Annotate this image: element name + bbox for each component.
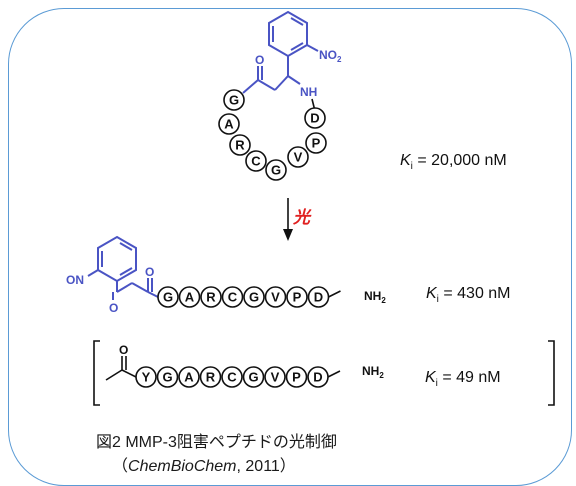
middle-o2-label: O [145,265,154,279]
middle-co1-ch2-bond [116,282,133,293]
top-ch-ch2-bond [274,75,289,91]
bottom-residue-2-letter: G [162,370,172,385]
top-residue-4-letter: C [251,154,261,169]
middle-residue-7-circle [286,286,308,308]
right-bracket [548,340,555,406]
top-residue-4-circle [245,150,267,172]
top-residue-1-letter: G [229,93,239,108]
figure-caption-line-1: 図2 MMP-3阻害ペプチドの光制御 [96,434,337,451]
bottom-residue-1-letter: Y [142,370,151,385]
top-residue-3-letter: R [235,138,245,153]
caption-open-paren: （ [112,458,129,475]
top-residue-3-circle [229,134,251,156]
middle-residue-5-circle [243,286,265,308]
left-bracket [93,340,100,406]
middle-residue-2-letter: A [185,290,195,305]
top-amine-label: NH [300,85,317,99]
middle-residue-8-letter: D [314,290,323,305]
top-nitro-label: NO2 [319,48,342,64]
bottom-residue-5-circle [221,366,243,388]
top-residue-5-circle [265,159,287,181]
top-residue-7-letter: P [312,136,321,151]
top-residue-1-circle [223,89,245,111]
middle-residue-3-letter: R [206,290,216,305]
middle-residue-1-letter: G [163,290,173,305]
top-structure [242,10,319,94]
top-residue-8-letter: D [310,111,319,126]
bottom-methyl-bond [105,369,123,381]
middle-nitroso-bond [87,269,99,277]
top-residue-6-circle [287,146,309,168]
top-benzene-ring [268,10,308,58]
bottom-residue-1-circle [135,366,157,388]
top-residue-2-circle [218,113,240,135]
bottom-acetyl [105,356,139,381]
top-ch2-co-bond [257,79,276,91]
top-nitro-bond [306,44,319,52]
middle-residue-4-letter: C [228,290,238,305]
top-co-g-bond [242,79,259,94]
bottom-terminal-label: NH2 [362,364,384,380]
middle-benzene-ring [97,235,137,283]
figure-caption-line-2: （ChemBioChem, 2011） [112,452,296,476]
bottom-residue-4-letter: R [206,370,216,385]
top-ki-label: Ki = 20,000 nM [400,152,507,172]
top-residue-5-letter: G [271,163,281,178]
top-benzene-double-2 [290,42,304,51]
top-residue-7-circle [305,132,327,154]
middle-residue-3-circle [200,286,222,308]
middle-o1-label: O [109,301,118,315]
caption-year: , 2011） [236,458,296,475]
middle-ch2-co2-bond [131,282,149,293]
bottom-residue-3-letter: A [184,370,194,385]
bottom-residue-8-circle [285,366,308,388]
bottom-residue-3-circle [178,366,200,388]
middle-benzene-double-1 [119,242,133,251]
top-benzene-double-1 [290,17,304,26]
middle-nitroso-label: ON [66,273,84,287]
bottom-residue-7-letter: V [271,370,280,385]
middle-residue-5-letter: G [249,290,259,305]
middle-residue-1-circle [157,286,179,308]
bottom-residue-6-circle [242,366,265,388]
bottom-brackets [93,340,555,406]
bottom-residue-5-letter: C [227,370,237,385]
bottom-residue-4-circle [199,366,222,388]
middle-terminal-bond [328,290,341,298]
top-ch-nh-bond [287,75,301,85]
middle-residue-2-circle [178,286,201,308]
middle-structure [87,235,161,300]
light-arrow [283,198,293,241]
middle-residue-4-circle [221,286,244,308]
bottom-o-label: O [119,343,128,357]
middle-residue-6-letter: V [271,290,280,305]
top-residue-2-letter: A [224,117,234,132]
middle-residue-7-letter: P [293,290,302,305]
light-label: 光 [292,208,312,227]
middle-terminal-label: NH2 [364,289,386,305]
bottom-residue-6-letter: G [248,370,258,385]
middle-residue-6-circle [264,286,287,308]
bottom-terminal-bond [327,370,341,378]
top-residue-6-letter: V [294,150,303,165]
caption-journal: ChemBioChem [128,458,237,475]
top-carbonyl-o: O [255,53,264,67]
bottom-residue-7-circle [264,366,286,388]
middle-benzene-double-2 [119,267,133,276]
bottom-ki-label: Ki = 49 nM [425,369,501,389]
bottom-residue-2-circle [156,366,179,388]
top-residue-8-circle [304,107,326,129]
middle-ki-label: Ki = 430 nM [426,285,511,305]
bottom-residue-9-letter: D [313,370,322,385]
bottom-residue-8-letter: P [292,370,301,385]
